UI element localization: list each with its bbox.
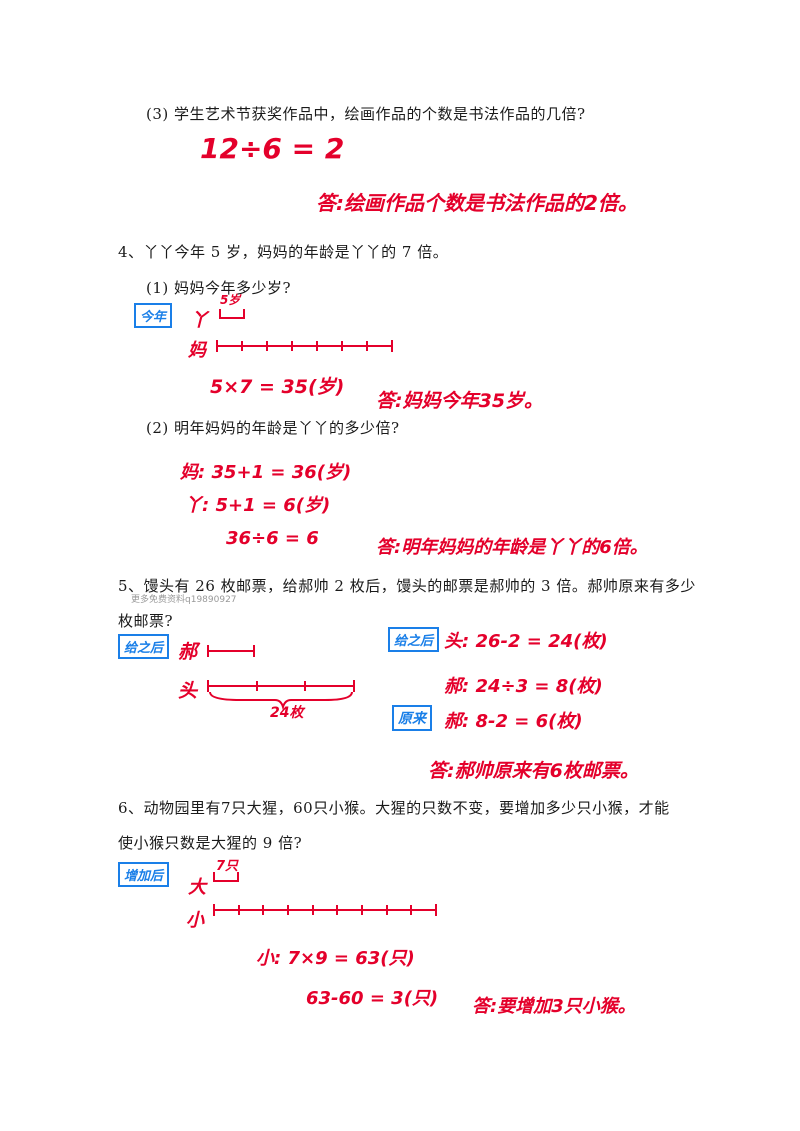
q4-part2-line3: 36÷6 = 6 bbox=[226, 528, 319, 549]
q3-answer: 答:绘画作品个数是书法作品的2倍。 bbox=[316, 191, 638, 215]
q6-tag-after-increase: 增加后 bbox=[118, 862, 170, 887]
q4-part2-answer: 答:明年妈妈的年龄是丫丫的6倍。 bbox=[376, 537, 648, 558]
q5-line3: 郝: 8-2 = 6(枚) bbox=[444, 711, 583, 732]
q5-line2: 郝: 24÷3 = 8(枚) bbox=[444, 676, 603, 697]
q5-stem-line1: 5、馒头有 26 枚邮票，给郝帅 2 枚后，馒头的邮票是郝帅的 3 倍。郝帅原来… bbox=[118, 577, 696, 595]
q4-part1-answer: 答:妈妈今年35岁。 bbox=[376, 390, 544, 412]
q6-answer: 答:要增加3只小猴。 bbox=[472, 996, 636, 1017]
q5-tag-original: 原来 bbox=[392, 705, 432, 731]
q5-label-hao: 郝 bbox=[178, 641, 198, 663]
q4-part2-line1: 妈: 35+1 = 36(岁) bbox=[180, 462, 352, 483]
q4-stem: 4、丫丫今年 5 岁，妈妈的年龄是丫丫的 7 倍。 bbox=[118, 243, 449, 261]
q3-question: (3) 学生艺术节获奖作品中，绘画作品的个数是书法作品的几倍? bbox=[146, 105, 586, 123]
q5-tag-after-2: 给之后 bbox=[388, 627, 440, 652]
q4-label-mom: 妈 bbox=[188, 340, 206, 361]
q6-stem-line1: 6、动物园里有7只大猩，60只小猴。大猩的只数不变，要增加多少只小猴，才能 bbox=[118, 799, 670, 817]
q5-brace-label: 24枚 bbox=[270, 705, 304, 721]
q5-answer: 答:郝帅原来有6枚邮票。 bbox=[428, 760, 639, 782]
q6-line2: 63-60 = 3(只) bbox=[306, 988, 439, 1009]
q4-seg-label: 5岁 bbox=[220, 293, 241, 307]
q5-tag-after: 给之后 bbox=[118, 634, 170, 659]
q6-stem-line2: 使小猴只数是大猩的 9 倍? bbox=[118, 834, 303, 852]
q4-part1-question: (1) 妈妈今年多少岁? bbox=[146, 279, 292, 297]
watermark: 更多免费资料q19890927 bbox=[131, 595, 237, 605]
q4-label-yaya: 丫 bbox=[190, 310, 208, 331]
q5-label-tou: 头 bbox=[178, 680, 198, 702]
q4-part2-question: (2) 明年妈妈的年龄是丫丫的多少倍? bbox=[146, 419, 400, 437]
q4-tag-this-year: 今年 bbox=[134, 303, 173, 328]
q4-part1-calc: 5×7 = 35(岁) bbox=[210, 376, 345, 398]
q5-line1: 头: 26-2 = 24(枚) bbox=[444, 631, 608, 652]
q5-stem-line2: 枚邮票? bbox=[118, 612, 174, 630]
q6-label-big: 大 bbox=[188, 877, 206, 898]
q4-part2-line2: 丫: 5+1 = 6(岁) bbox=[184, 495, 331, 516]
q6-label-small: 小 bbox=[186, 910, 204, 931]
q6-line1: 小: 7×9 = 63(只) bbox=[256, 948, 415, 969]
q3-calc: 12÷6 = 2 bbox=[200, 132, 345, 165]
q6-seg-label: 7只 bbox=[216, 859, 239, 874]
